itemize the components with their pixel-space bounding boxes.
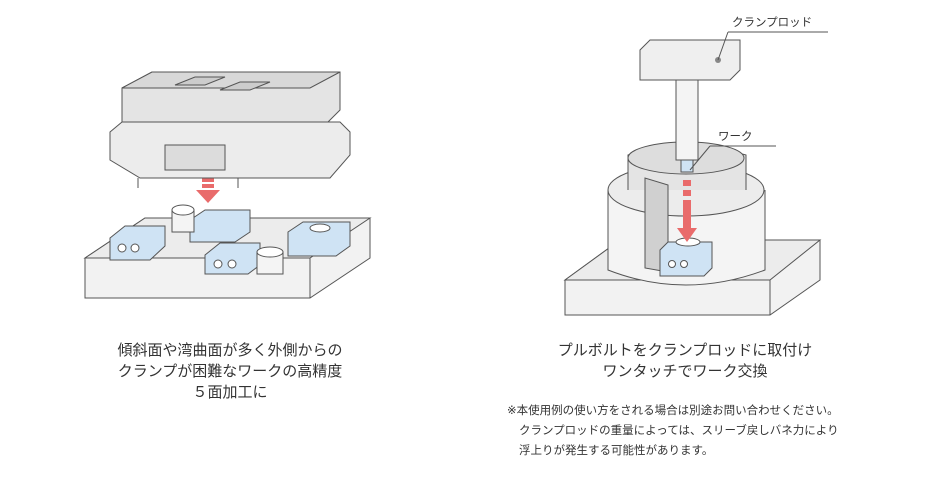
label-work: ワーク [689,129,776,171]
down-arrow-icon [196,178,220,203]
label-rod-text: クランプロッド [732,15,812,29]
left-caption-line-3: ５面加工に [192,383,268,401]
clamp-block-3 [204,242,261,275]
left-illustration [83,71,372,299]
right-caption-line-1: プルボルトをクランプロッドに取付け [557,341,813,359]
usage-note-line-3: 浮上りが発生する可能性があります。 [519,443,714,457]
right-caption-line-2: ワンタッチでワーク交換 [602,362,768,380]
clamp-sleeve [607,141,766,286]
down-arrow-icon [677,180,697,242]
label-work-text: ワーク [718,129,753,143]
clamp-block-1 [109,225,166,261]
left-caption: 傾斜面や湾曲面が多く外側からの クランプが困難なワークの高精度 ５面加工に [60,340,400,403]
right-illustration: クランプロッド ワーク [563,15,828,316]
locate-pin-1 [171,204,195,233]
locate-pin-2 [256,246,284,275]
usage-note: ※本使用例の使い方をされる場合は別途お問い合わせください。 クランプロッドの重量… [507,400,907,460]
clamp-block-2 [189,209,251,243]
clamp-rod [639,39,741,173]
usage-note-line-2: クランプロッドの重量によっては、スリーブ戻しバネ力により [519,423,839,437]
right-workpiece [659,237,713,277]
left-caption-line-2: クランプが困難なワークの高精度 [117,362,343,380]
left-caption-line-1: 傾斜面や湾曲面が多く外側からの [117,341,343,359]
clamp-block-4 [287,221,351,257]
workpiece [109,71,351,188]
label-rod: クランプロッド [717,15,828,61]
right-caption: プルボルトをクランプロッドに取付け ワンタッチでワーク交換 [505,340,865,382]
usage-note-line-1: ※本使用例の使い方をされる場合は別途お問い合わせください。 [507,403,839,417]
